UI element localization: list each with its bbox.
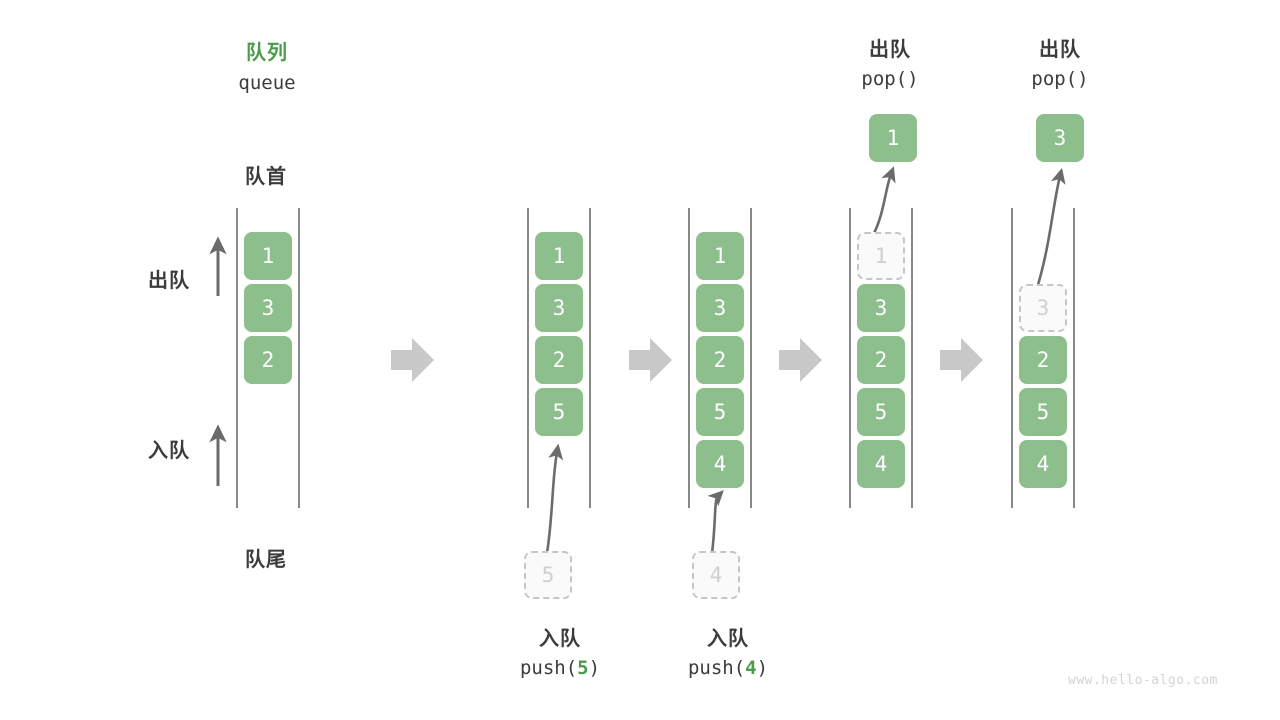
push-5-code-suffix: ) xyxy=(588,657,601,679)
queue-cell: 4 xyxy=(1019,440,1067,488)
queue-empty-slot xyxy=(1019,232,1067,280)
queue-cell: 2 xyxy=(696,336,744,384)
pop-3-label-code: pop() xyxy=(1031,68,1088,90)
push-5-arrow xyxy=(545,443,564,554)
step-arrow-3 xyxy=(779,338,822,382)
queue-cell: 5 xyxy=(696,388,744,436)
queue-front-label: 队首 xyxy=(245,164,287,188)
pop-1-code-suffix: ) xyxy=(907,68,919,90)
pop-1-arrow xyxy=(870,166,896,238)
queue-rails-pop-1 xyxy=(849,208,913,508)
pop-3-arrow xyxy=(1035,167,1066,289)
push-4-code-prefix: push( xyxy=(687,657,746,679)
queue-rear-label: 队尾 xyxy=(245,547,287,571)
queue-column-pop-1: 1 3 2 5 4 xyxy=(857,232,905,488)
queue-rails-after-push-5 xyxy=(527,208,591,508)
queue-column-after-push-4: 1 3 2 5 4 xyxy=(696,232,744,488)
pop-1-label-code: pop() xyxy=(861,68,918,90)
queue-cell: 1 xyxy=(696,232,744,280)
push-4-code-suffix: ) xyxy=(756,657,769,679)
queue-cell: 2 xyxy=(535,336,583,384)
step-arrow-4 xyxy=(940,338,983,382)
diagram-title-en: queue xyxy=(238,72,296,94)
queue-cell: 4 xyxy=(696,440,744,488)
queue-cell: 2 xyxy=(244,336,292,384)
pop-3-code-suffix: ) xyxy=(1077,68,1089,90)
queue-cell: 2 xyxy=(857,336,905,384)
queue-rails-initial xyxy=(236,208,300,508)
queue-cell: 3 xyxy=(857,284,905,332)
queue-cell: 5 xyxy=(857,388,905,436)
push-4-label-code: push(4) xyxy=(688,657,768,679)
queue-column-initial: 1 3 2 xyxy=(244,232,292,384)
queue-cell-ghost: 3 xyxy=(1019,284,1067,332)
step-arrow-2 xyxy=(629,338,672,382)
queue-column-pop-3: 3 2 5 4 xyxy=(1019,232,1067,488)
incoming-element-5: 5 xyxy=(524,551,572,599)
queue-cell: 3 xyxy=(696,284,744,332)
queue-cell: 5 xyxy=(535,388,583,436)
queue-cell: 1 xyxy=(535,232,583,280)
popped-element-1: 1 xyxy=(869,114,917,162)
pop-3-code-prefix: pop( xyxy=(1031,68,1078,90)
queue-cell: 1 xyxy=(244,232,292,280)
dequeue-direction-label: 出队 xyxy=(148,268,190,292)
pop-3-label-cn: 出队 xyxy=(1039,37,1081,61)
pop-1-label-cn: 出队 xyxy=(869,37,911,61)
queue-column-after-push-5: 1 3 2 5 xyxy=(535,232,583,436)
pop-1-code-prefix: pop( xyxy=(861,68,908,90)
push-5-code-value: 5 xyxy=(577,657,589,679)
popped-element-3: 3 xyxy=(1036,114,1084,162)
push-4-label-cn: 入队 xyxy=(707,626,749,650)
diagram-title-cn: 队列 xyxy=(246,40,288,64)
queue-cell-ghost: 1 xyxy=(857,232,905,280)
push-5-code-prefix: push( xyxy=(519,657,578,679)
push-4-code-value: 4 xyxy=(745,657,757,679)
site-watermark: www.hello-algo.com xyxy=(1068,673,1218,688)
push-4-arrow xyxy=(707,490,724,554)
queue-cell: 3 xyxy=(535,284,583,332)
enqueue-direction-label: 入队 xyxy=(148,438,190,462)
queue-rails-pop-3 xyxy=(1011,208,1075,508)
incoming-element-4: 4 xyxy=(692,551,740,599)
queue-cell: 3 xyxy=(244,284,292,332)
queue-cell: 5 xyxy=(1019,388,1067,436)
queue-cell: 4 xyxy=(857,440,905,488)
push-5-label-code: push(5) xyxy=(520,657,600,679)
queue-cell: 2 xyxy=(1019,336,1067,384)
step-arrow-1 xyxy=(391,338,434,382)
queue-rails-after-push-4 xyxy=(688,208,752,508)
push-5-label-cn: 入队 xyxy=(539,626,581,650)
